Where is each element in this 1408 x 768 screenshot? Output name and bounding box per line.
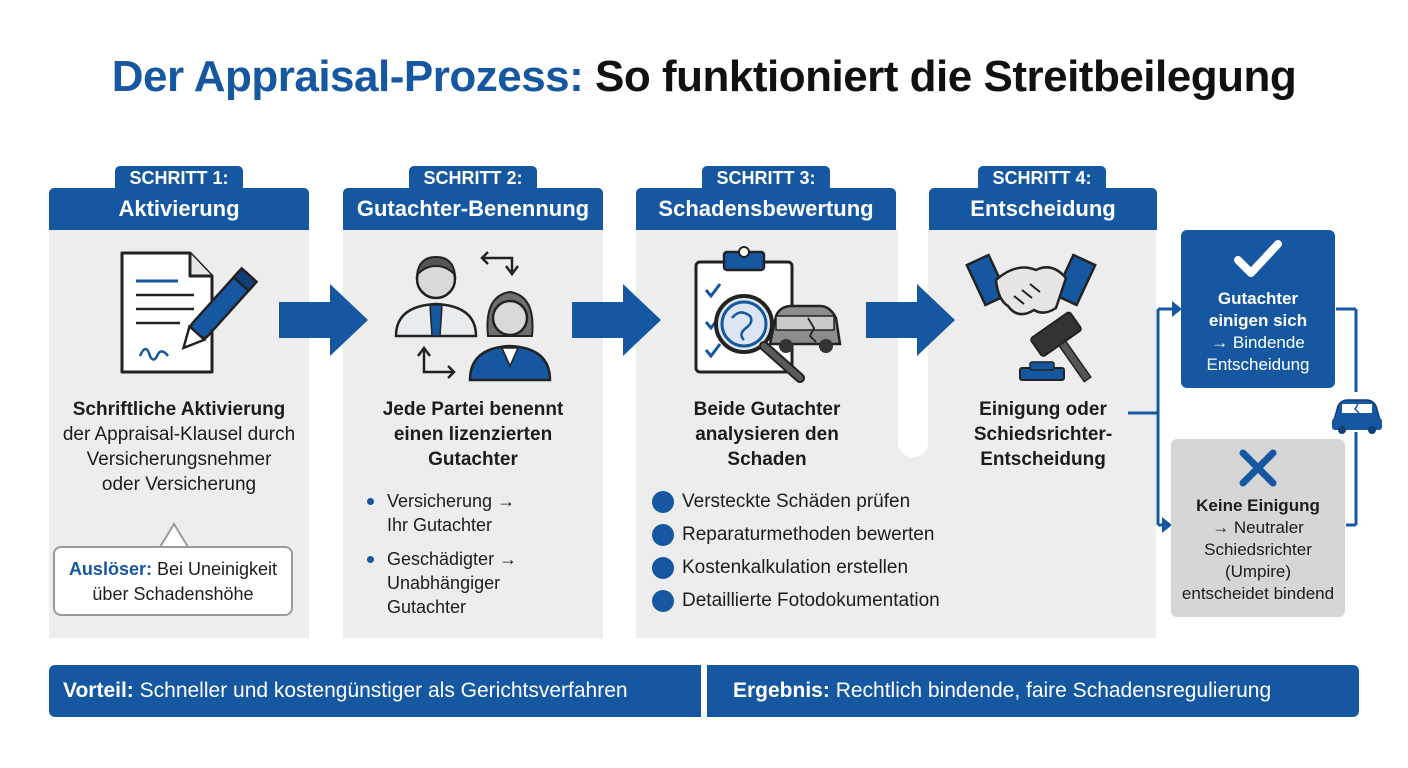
bullet-dot xyxy=(367,498,374,505)
outcome-no-agreement: Keine Einigung → Neutraler Schiedsrichte… xyxy=(1171,439,1345,617)
step-1-line-1: der Appraisal-Klausel durch xyxy=(62,424,296,445)
step-2-description: Jede Partei benennt einen lizenzierten G… xyxy=(343,397,603,472)
disagree-line-4: entscheidet bindend xyxy=(1181,584,1335,603)
step-2-line-3: Gutachter xyxy=(428,449,518,470)
cross-icon xyxy=(1239,449,1277,487)
step-2-bullets: Versicherung → Ihr Gutachter Geschädigte… xyxy=(365,489,585,629)
two-appraisers-icon xyxy=(394,251,552,382)
advantage-label: Vorteil: xyxy=(63,679,134,702)
title-part-2: So funktioniert die Streitbeilegung xyxy=(595,52,1297,101)
trigger-callout: Auslöser: Bei Uneinigkeit über Schadensh… xyxy=(53,546,293,616)
bullet-dot xyxy=(367,556,374,563)
result-label: Ergebnis: xyxy=(733,679,830,702)
step-4-line-1: Einigung oder xyxy=(979,399,1107,420)
check-circle-icon xyxy=(652,590,674,612)
agree-line-1: → Bindende xyxy=(1211,333,1305,352)
step-2-tab: SCHRITT 2: xyxy=(409,166,537,188)
check-circle-icon xyxy=(652,491,674,513)
disagree-line-1: → Neutraler xyxy=(1212,518,1304,537)
result-bar: Ergebnis: Rechtlich bindende, faire Scha… xyxy=(707,665,1359,717)
car-icon xyxy=(1332,399,1382,434)
disagree-bold-1: Keine Einigung xyxy=(1196,496,1320,515)
list-item: Geschädigter → Unabhängiger Gutachter xyxy=(365,547,585,619)
step-4-line-2: Schiedsrichter- xyxy=(973,424,1113,445)
list-item: Kostenkalkulation erstellen xyxy=(652,555,940,588)
disagree-line-2: Schiedsrichter xyxy=(1204,540,1312,559)
check-2: Reparaturmethoden bewerten xyxy=(682,524,935,545)
page-title: Der Appraisal-Prozess: So funktioniert d… xyxy=(0,52,1408,102)
step-2-title: Gutachter-Benennung xyxy=(343,188,603,230)
trigger-label: Auslöser: xyxy=(68,559,152,579)
trigger-text-2: über Schadenshöhe xyxy=(92,584,254,604)
step-3-checklist: Versteckte Schäden prüfen Reparaturmetho… xyxy=(652,489,940,621)
step-2-line-1: Jede Partei benennt xyxy=(382,399,564,420)
step-4-line-3: Entscheidung xyxy=(980,449,1106,470)
signed-document-icon xyxy=(120,251,259,374)
step-1-line-2: Versicherungsnehmer xyxy=(86,449,272,470)
disagree-line-3: (Umpire) xyxy=(1224,562,1292,581)
bullet-2-line-3: Gutachter xyxy=(387,597,467,617)
step-1-tab: SCHRITT 1: xyxy=(115,166,243,188)
advantage-bar: Vorteil: Schneller und kostengünstiger a… xyxy=(49,665,701,717)
step-1-line-3: oder Versicherung xyxy=(101,474,257,495)
step-1-bold-line: Schriftliche Aktivierung xyxy=(72,399,286,420)
trigger-text-1: Bei Uneinigkeit xyxy=(156,559,278,579)
branch-arrow-down xyxy=(1162,517,1172,533)
step-1-description: Schriftliche Aktivierung der Appraisal-K… xyxy=(49,397,309,497)
trigger-callout-pointer xyxy=(158,522,190,549)
agree-bold-2: einigen sich xyxy=(1208,311,1308,330)
step-3-description: Beide Gutachter analysieren den Schaden xyxy=(636,397,898,472)
step-3-line-3: Schaden xyxy=(727,449,807,470)
arrow-2-to-3 xyxy=(572,284,661,356)
check-4: Detaillierte Fotodokumentation xyxy=(682,590,940,611)
step-2-panel xyxy=(343,229,603,638)
agree-line-2: Entscheidung xyxy=(1206,355,1310,374)
check-circle-icon xyxy=(652,524,674,546)
clipboard-magnifier-car-icon xyxy=(694,246,842,383)
agree-bold-1: Gutachter xyxy=(1217,289,1299,308)
step-4-description: Einigung oder Schiedsrichter- Entscheidu… xyxy=(929,397,1157,472)
bullet-2-line-2: Unabhängiger xyxy=(387,573,501,593)
advantage-text: Schneller und kostengünstiger als Gerich… xyxy=(139,679,628,702)
step-3-line-1: Beide Gutachter xyxy=(693,399,841,420)
result-text: Rechtlich bindende, faire Schadensreguli… xyxy=(835,679,1272,702)
decision-connector xyxy=(1128,307,1358,527)
check-circle-icon xyxy=(652,557,674,579)
step-3-title: Schadensbewertung xyxy=(636,188,896,230)
step-3-tab: SCHRITT 3: xyxy=(702,166,830,188)
list-item: Versicherung → Ihr Gutachter xyxy=(365,489,585,537)
check-1: Versteckte Schäden prüfen xyxy=(682,491,911,512)
bullet-1-line-2: Ihr Gutachter xyxy=(387,515,493,535)
list-item: Detaillierte Fotodokumentation xyxy=(652,588,940,621)
handshake-gavel-icon xyxy=(965,253,1097,383)
step-4-title: Entscheidung xyxy=(929,188,1157,230)
bullet-2-line-1: Geschädigter → xyxy=(387,549,518,569)
bullet-1-line-1: Versicherung → xyxy=(387,491,516,511)
arrow-1-to-2 xyxy=(279,284,368,356)
step-2-line-2: einen lizenzierten xyxy=(393,424,553,445)
title-part-1: Der Appraisal-Prozess: xyxy=(111,52,584,101)
step-1-title: Aktivierung xyxy=(49,188,309,230)
step-3-line-2: analysieren den xyxy=(695,424,839,445)
list-item: Reparaturmethoden bewerten xyxy=(652,522,940,555)
arrow-3-to-4 xyxy=(866,284,955,356)
list-item: Versteckte Schäden prüfen xyxy=(652,489,940,522)
outcome-agreement: Gutachter einigen sich → Bindende Entsch… xyxy=(1181,230,1335,388)
branch-arrow-up xyxy=(1172,301,1182,317)
check-3: Kostenkalkulation erstellen xyxy=(682,557,909,578)
step-4-tab: SCHRITT 4: xyxy=(978,166,1106,188)
checkmark-icon xyxy=(1234,240,1282,277)
